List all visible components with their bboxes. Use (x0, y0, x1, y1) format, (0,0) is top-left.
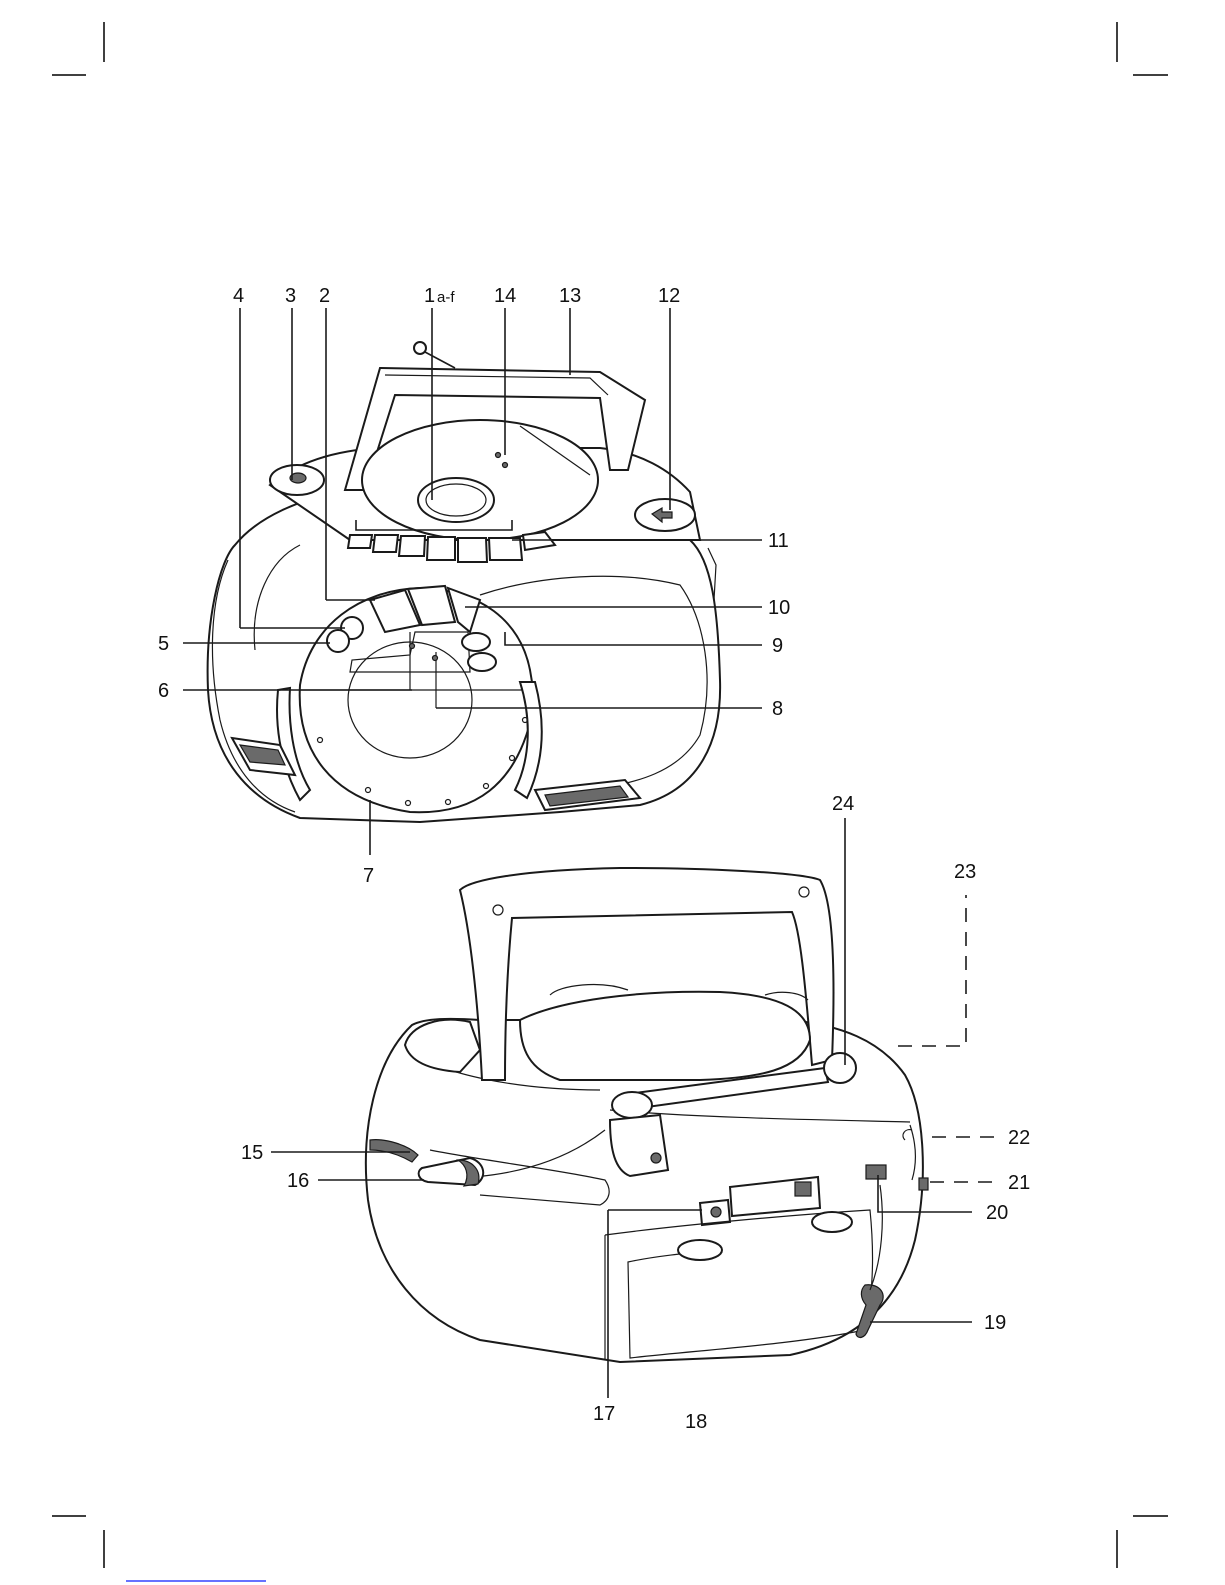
callout-21: 21 (1008, 1172, 1030, 1194)
callout-12: 12 (658, 285, 680, 307)
callout-8: 8 (772, 698, 783, 720)
callout-6: 6 (158, 680, 169, 702)
callout-9: 9 (772, 635, 783, 657)
callout-2: 2 (319, 285, 330, 307)
callout-17: 17 (593, 1403, 615, 1425)
callout-20: 20 (986, 1202, 1008, 1224)
front-view-drawing (208, 342, 721, 822)
callout-3: 3 (285, 285, 296, 307)
callout-19: 19 (984, 1312, 1006, 1334)
callout-13: 13 (559, 285, 581, 307)
callout-1-suffix: a-f (437, 289, 455, 306)
callout-18: 18 (685, 1411, 707, 1433)
callout-14: 14 (494, 285, 516, 307)
callout-23: 23 (954, 861, 976, 883)
callout-7: 7 (363, 865, 374, 887)
callout-5: 5 (158, 633, 169, 655)
callout-1: 1 (424, 285, 435, 307)
callout-16: 16 (287, 1170, 309, 1192)
callout-22: 22 (1008, 1127, 1030, 1149)
callout-10: 10 (768, 597, 790, 619)
cd-platter (362, 420, 598, 540)
callout-11: 11 (768, 530, 789, 552)
callout-4: 4 (233, 285, 244, 307)
callout-15: 15 (241, 1142, 263, 1164)
callout-24: 24 (832, 793, 854, 815)
rear-view-drawing (366, 868, 928, 1362)
